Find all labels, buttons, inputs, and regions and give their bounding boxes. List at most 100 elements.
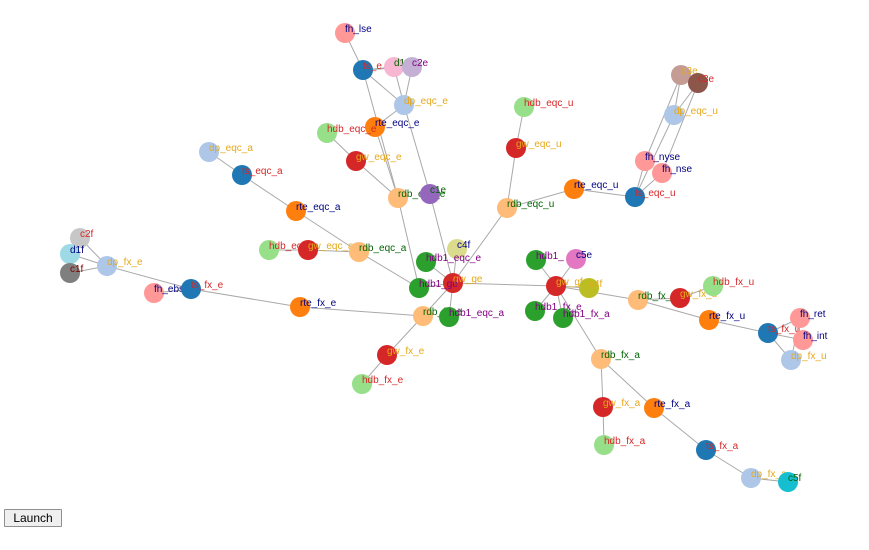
node-c1e[interactable]: c1e [420, 184, 447, 204]
launch-button[interactable]: Launch [4, 509, 62, 527]
node-ts_eqc_u[interactable]: ts_eqc_u [625, 187, 676, 207]
node-circle[interactable] [566, 249, 586, 269]
node-rte_fx_u[interactable]: rte_fx_u [699, 310, 745, 330]
node-circle[interactable] [741, 468, 761, 488]
node-circle[interactable] [353, 60, 373, 80]
node-circle[interactable] [409, 278, 429, 298]
node-gw_fx_u[interactable]: gw_fx_u [670, 288, 717, 308]
node-rte_eqc_u[interactable]: rte_eqc_u [564, 179, 618, 199]
node-hdb1_eqc_a[interactable]: hdb1_eqc_a [439, 307, 504, 327]
node-circle[interactable] [199, 142, 219, 162]
node-rdb_eqc_u[interactable]: rdb_eqc_u [497, 198, 554, 218]
node-circle[interactable] [790, 308, 810, 328]
node-c5e[interactable]: c5e [566, 249, 593, 269]
node-circle[interactable] [628, 290, 648, 310]
node-circle[interactable] [144, 283, 164, 303]
node-gw_fx_e[interactable]: gw_fx_e [377, 345, 425, 365]
node-hdb_eqc_e[interactable]: hdb_eqc_e [317, 123, 377, 143]
node-d1e[interactable]: d1e [384, 57, 411, 77]
node-dp_fx_u[interactable]: dp_fx_u [781, 350, 827, 370]
node-ts_fx_e[interactable]: ts_fx_e [181, 279, 224, 299]
node-circle[interactable] [525, 301, 545, 321]
node-gw_gf[interactable]: gw_gf [546, 276, 583, 296]
node-circle[interactable] [594, 435, 614, 455]
node-hdb1_fx[interactable]: hdb1_ [526, 250, 564, 270]
node-c4f2[interactable]: c4f [579, 278, 603, 298]
node-circle[interactable] [553, 308, 573, 328]
node-gw_eqc_a[interactable]: gw_eqc_a [298, 240, 354, 260]
node-ts_e_top[interactable]: ts_e [353, 60, 382, 80]
node-hdb_fx_a[interactable]: hdb_fx_a [594, 435, 646, 455]
node-circle[interactable] [181, 279, 201, 299]
node-circle[interactable] [97, 256, 117, 276]
node-fh_ebs[interactable]: fh_ebs [144, 283, 184, 303]
node-ts_fx_u[interactable]: ts_fx_u [758, 323, 800, 343]
node-hdb_eqc_u[interactable]: hdb_eqc_u [514, 97, 574, 117]
node-circle[interactable] [506, 138, 526, 158]
node-hdb1_fx_a[interactable]: hdb1_fx_a [553, 308, 610, 328]
node-circle[interactable] [564, 179, 584, 199]
node-c2f[interactable]: c2f [70, 228, 94, 248]
node-rte_fx_e[interactable]: rte_fx_e [290, 297, 337, 317]
node-circle[interactable] [514, 97, 534, 117]
node-hdb_fx_e[interactable]: hdb_fx_e [352, 374, 404, 394]
node-circle[interactable] [439, 307, 459, 327]
node-hdb1_fx_e[interactable]: hdb1_fx_e [525, 301, 582, 321]
node-gw_eqc_u[interactable]: gw_eqc_u [506, 138, 562, 158]
node-circle[interactable] [688, 73, 708, 93]
node-rdb_eqc_a[interactable]: rdb_eqc_a [349, 242, 407, 262]
node-circle[interactable] [644, 398, 664, 418]
node-c5f[interactable]: c5f [778, 472, 802, 492]
node-hdb_fx_u[interactable]: hdb_fx_u [703, 276, 754, 296]
node-hdb1_ge[interactable]: hdb1_ge [409, 278, 458, 298]
node-circle[interactable] [232, 165, 252, 185]
node-fh_nse[interactable]: fh_nse [652, 163, 692, 183]
node-c4f[interactable]: c4f [447, 239, 471, 259]
node-circle[interactable] [625, 187, 645, 207]
node-circle[interactable] [781, 350, 801, 370]
node-fh_lse[interactable]: fh_lse [335, 23, 372, 43]
node-rdb_fx_u[interactable]: rdb_fx_u [628, 290, 677, 310]
node-rdb_fx_a[interactable]: rdb_fx_a [591, 349, 640, 369]
node-circle[interactable] [384, 57, 404, 77]
node-circle[interactable] [546, 276, 566, 296]
node-circle[interactable] [70, 228, 90, 248]
node-circle[interactable] [349, 242, 369, 262]
node-d1f[interactable]: d1f [60, 244, 84, 264]
node-dp_fx_e[interactable]: dp_fx_e [97, 256, 143, 276]
node-gw_ge[interactable]: gw_ge [443, 273, 483, 293]
node-circle[interactable] [699, 310, 719, 330]
node-circle[interactable] [703, 276, 723, 296]
node-circle[interactable] [778, 472, 798, 492]
node-circle[interactable] [497, 198, 517, 218]
node-circle[interactable] [416, 252, 436, 272]
node-circle[interactable] [413, 306, 433, 326]
node-fh_nyse[interactable]: fh_nyse [635, 151, 680, 171]
node-circle[interactable] [286, 201, 306, 221]
node-c2e[interactable]: c2e [402, 57, 429, 77]
node-circle[interactable] [664, 105, 684, 125]
node-fh_ret[interactable]: fh_ret [790, 308, 826, 328]
node-rte_fx_a[interactable]: rte_fx_a [644, 398, 691, 418]
node-circle[interactable] [317, 123, 337, 143]
node-circle[interactable] [671, 65, 691, 85]
node-rte_eqc_e[interactable]: rte_eqc_e [365, 117, 420, 137]
node-circle[interactable] [60, 263, 80, 283]
node-circle[interactable] [443, 273, 463, 293]
node-dp_eqc_a[interactable]: dp_eqc_a [199, 142, 253, 162]
node-circle[interactable] [635, 151, 655, 171]
node-d3e[interactable]: d3e [671, 65, 698, 85]
node-gw_fx_a[interactable]: gw_fx_a [593, 397, 641, 417]
node-circle[interactable] [670, 288, 690, 308]
node-rte_eqc_a[interactable]: rte_eqc_a [286, 201, 341, 221]
node-circle[interactable] [259, 240, 279, 260]
node-circle[interactable] [365, 117, 385, 137]
node-circle[interactable] [696, 440, 716, 460]
node-dp_eqc_u[interactable]: dp_eqc_u [664, 105, 718, 125]
node-gw_eqc_e[interactable]: gw_eqc_e [346, 151, 402, 171]
node-circle[interactable] [793, 330, 813, 350]
node-circle[interactable] [298, 240, 318, 260]
node-circle[interactable] [591, 349, 611, 369]
node-circle[interactable] [526, 250, 546, 270]
node-circle[interactable] [60, 244, 80, 264]
